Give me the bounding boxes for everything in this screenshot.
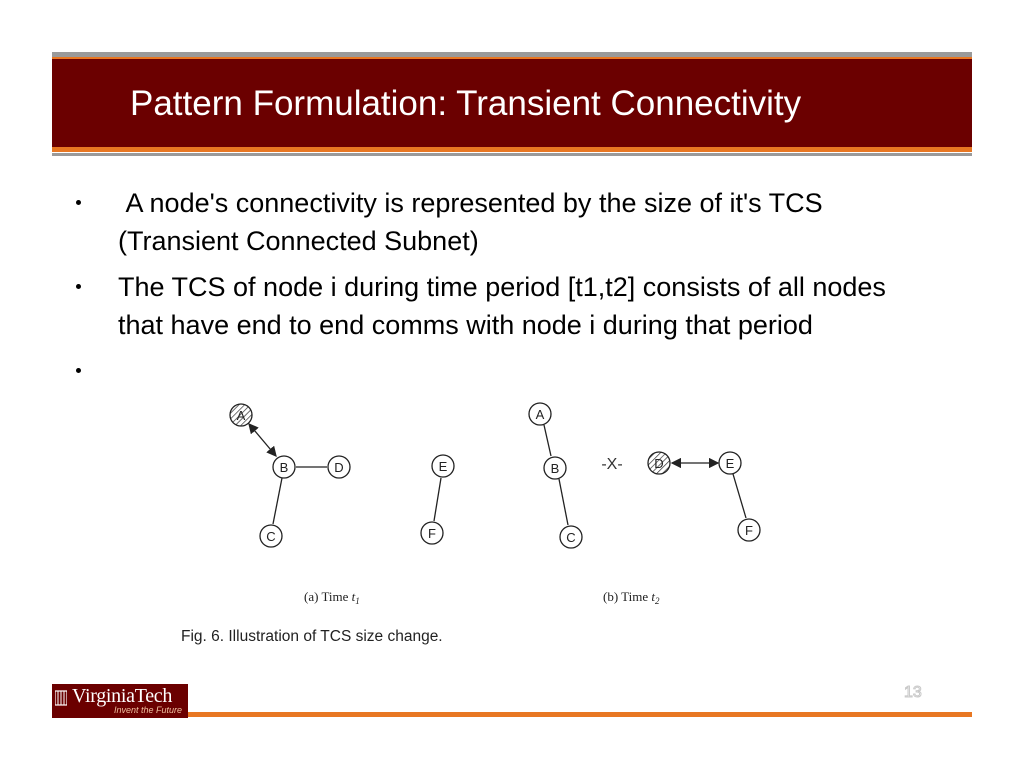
bullet-dot xyxy=(76,284,81,289)
edge-a-b xyxy=(543,424,552,457)
page-number: 13 xyxy=(904,684,923,702)
node-d: D xyxy=(647,451,671,475)
hokie-stone-icon xyxy=(55,690,67,706)
slide-title: Pattern Formulation: Transient Connectiv… xyxy=(130,84,802,123)
node-b: B xyxy=(543,456,567,480)
tcs-figure: A B D C E F -X- A B C D E xyxy=(181,402,761,645)
node-e: E xyxy=(431,454,455,478)
node-label: D xyxy=(334,460,343,475)
bullet-text: A node's connectivity is represented by … xyxy=(118,188,831,256)
node-e: E xyxy=(718,451,742,475)
subcaption-a: (a) Time t1 xyxy=(304,589,360,606)
node-d: D xyxy=(327,455,351,479)
time-symbol: t xyxy=(651,589,655,604)
title-bar: Pattern Formulation: Transient Connectiv… xyxy=(52,52,972,156)
subcaption-b-text: (b) Time xyxy=(603,589,651,604)
bullet-item: A node's connectivity is represented by … xyxy=(76,184,926,260)
time-subscript: 2 xyxy=(655,596,660,606)
edge-b-c xyxy=(272,477,283,525)
title-bottom-rule xyxy=(52,153,972,156)
node-label: A xyxy=(237,408,246,423)
subcaption-b: (b) Time t2 xyxy=(603,589,660,606)
bullet-dot xyxy=(76,368,81,373)
title-bottom-accent-rule xyxy=(52,147,972,152)
figure-caption: Fig. 6. Illustration of TCS size change. xyxy=(181,628,443,645)
bullet-dot xyxy=(76,200,81,205)
node-f: F xyxy=(420,521,444,545)
node-b: B xyxy=(272,455,296,479)
node-label: C xyxy=(266,529,275,544)
time-symbol: t xyxy=(352,589,356,604)
broken-link-label: -X- xyxy=(601,456,622,473)
node-c: C xyxy=(559,525,583,549)
title-top-accent-rule xyxy=(52,57,972,59)
node-label: E xyxy=(726,456,735,471)
edge-b-c xyxy=(558,478,569,526)
node-a: A xyxy=(528,402,552,426)
subcaption-a-text: (a) Time xyxy=(304,589,352,604)
node-label: F xyxy=(428,526,436,541)
edge-e-f xyxy=(732,473,747,519)
node-f: F xyxy=(737,518,761,542)
node-label: F xyxy=(745,523,753,538)
logo-name: VirginiaTech xyxy=(72,685,173,707)
node-label: A xyxy=(536,407,545,422)
logo-tagline: Invent the Future xyxy=(114,705,183,715)
node-c: C xyxy=(259,524,283,548)
footer-rule xyxy=(188,712,972,717)
node-label: D xyxy=(654,456,663,471)
bullet-text: The TCS of node i during time period [t1… xyxy=(118,272,886,340)
virginia-tech-logo: VirginiaTech Invent the Future xyxy=(52,684,188,718)
title-top-rule xyxy=(52,52,972,57)
edge-e-f xyxy=(433,477,442,522)
edge-a-b xyxy=(248,423,277,457)
node-label: B xyxy=(280,460,289,475)
time-subscript: 1 xyxy=(355,596,360,606)
node-label: B xyxy=(551,461,560,476)
node-label: E xyxy=(439,459,448,474)
bullet-list: A node's connectivity is represented by … xyxy=(76,184,926,373)
node-label: C xyxy=(566,530,575,545)
bullet-item: The TCS of node i during time period [t1… xyxy=(76,268,926,344)
node-a: A xyxy=(229,403,253,427)
